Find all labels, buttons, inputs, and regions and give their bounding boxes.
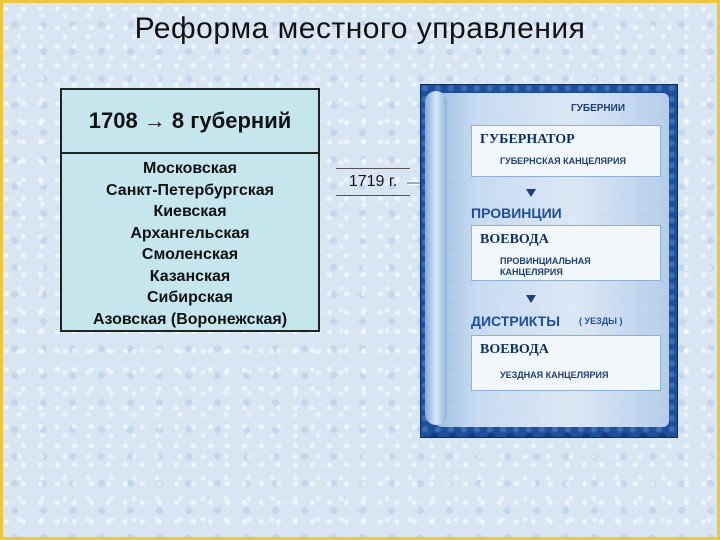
list-item: Смоленская (141, 246, 239, 263)
provincial-chancellery-1: ПРОВИНЦИАЛЬНАЯ (500, 256, 591, 266)
page-title: Реформа местного управления (134, 12, 586, 45)
uezd-chancellery: УЕЗДНАЯ КАНЦЕЛЯРИЯ (500, 370, 609, 380)
list-item: Архангельская (130, 224, 250, 242)
provincial-chancellery-2: КАНЦЕЛЯРИЯ (500, 267, 563, 277)
provinces-label: ПРОВИНЦИИ (471, 205, 562, 221)
gubernii-label: ГУБЕРНИИ (571, 103, 626, 114)
voevoda-title: ВОЕВОДА (480, 232, 549, 247)
governor-box: ГУБЕРНАТОР ГУБЕРНСКАЯ КАНЦЕЛЯРИЯ (471, 125, 661, 177)
gubernii-header: 1708 → 8 губерний (62, 90, 318, 154)
list-item: Московская (143, 160, 237, 177)
province-voevoda-box: ВОЕВОДА ПРОВИНЦИАЛЬНАЯ КАНЦЕЛЯРИЯ (471, 225, 661, 281)
list-item: Киевская (153, 203, 227, 220)
uezdy-label: ( УЕЗДЫ ) (579, 316, 623, 326)
gubernii-box: 1708 → 8 губерний Московская Санкт-Петер… (60, 88, 320, 332)
down-arrow-icon (526, 295, 536, 303)
voevoda-title: ВОЕВОДА (480, 342, 549, 357)
governor-chancellery: ГУБЕРНСКАЯ КАНЦЕЛЯРИЯ (500, 156, 626, 166)
list-item: Сибирская (146, 289, 234, 306)
scroll-curl (425, 91, 447, 425)
list-item: Санкт-Петербургская (106, 181, 274, 199)
gubernii-list: Московская Санкт-Петербургская Киевская … (62, 154, 318, 330)
governor-title: ГУБЕРНАТОР (480, 132, 575, 147)
hierarchy-panel: ГУБЕРНИИ ГУБЕРНАТОР ГУБЕРНСКАЯ КАНЦЕЛЯРИ… (420, 84, 678, 438)
list-item: Казанская (149, 267, 231, 285)
list-item: Азовская (Воронежская) (92, 310, 288, 328)
district-voevoda-box: ВОЕВОДА УЕЗДНАЯ КАНЦЕЛЯРИЯ (471, 335, 661, 391)
year-label: 1719 г. (336, 168, 410, 196)
down-arrow-icon (526, 189, 536, 197)
districts-label: ДИСТРИКТЫ (471, 313, 560, 329)
